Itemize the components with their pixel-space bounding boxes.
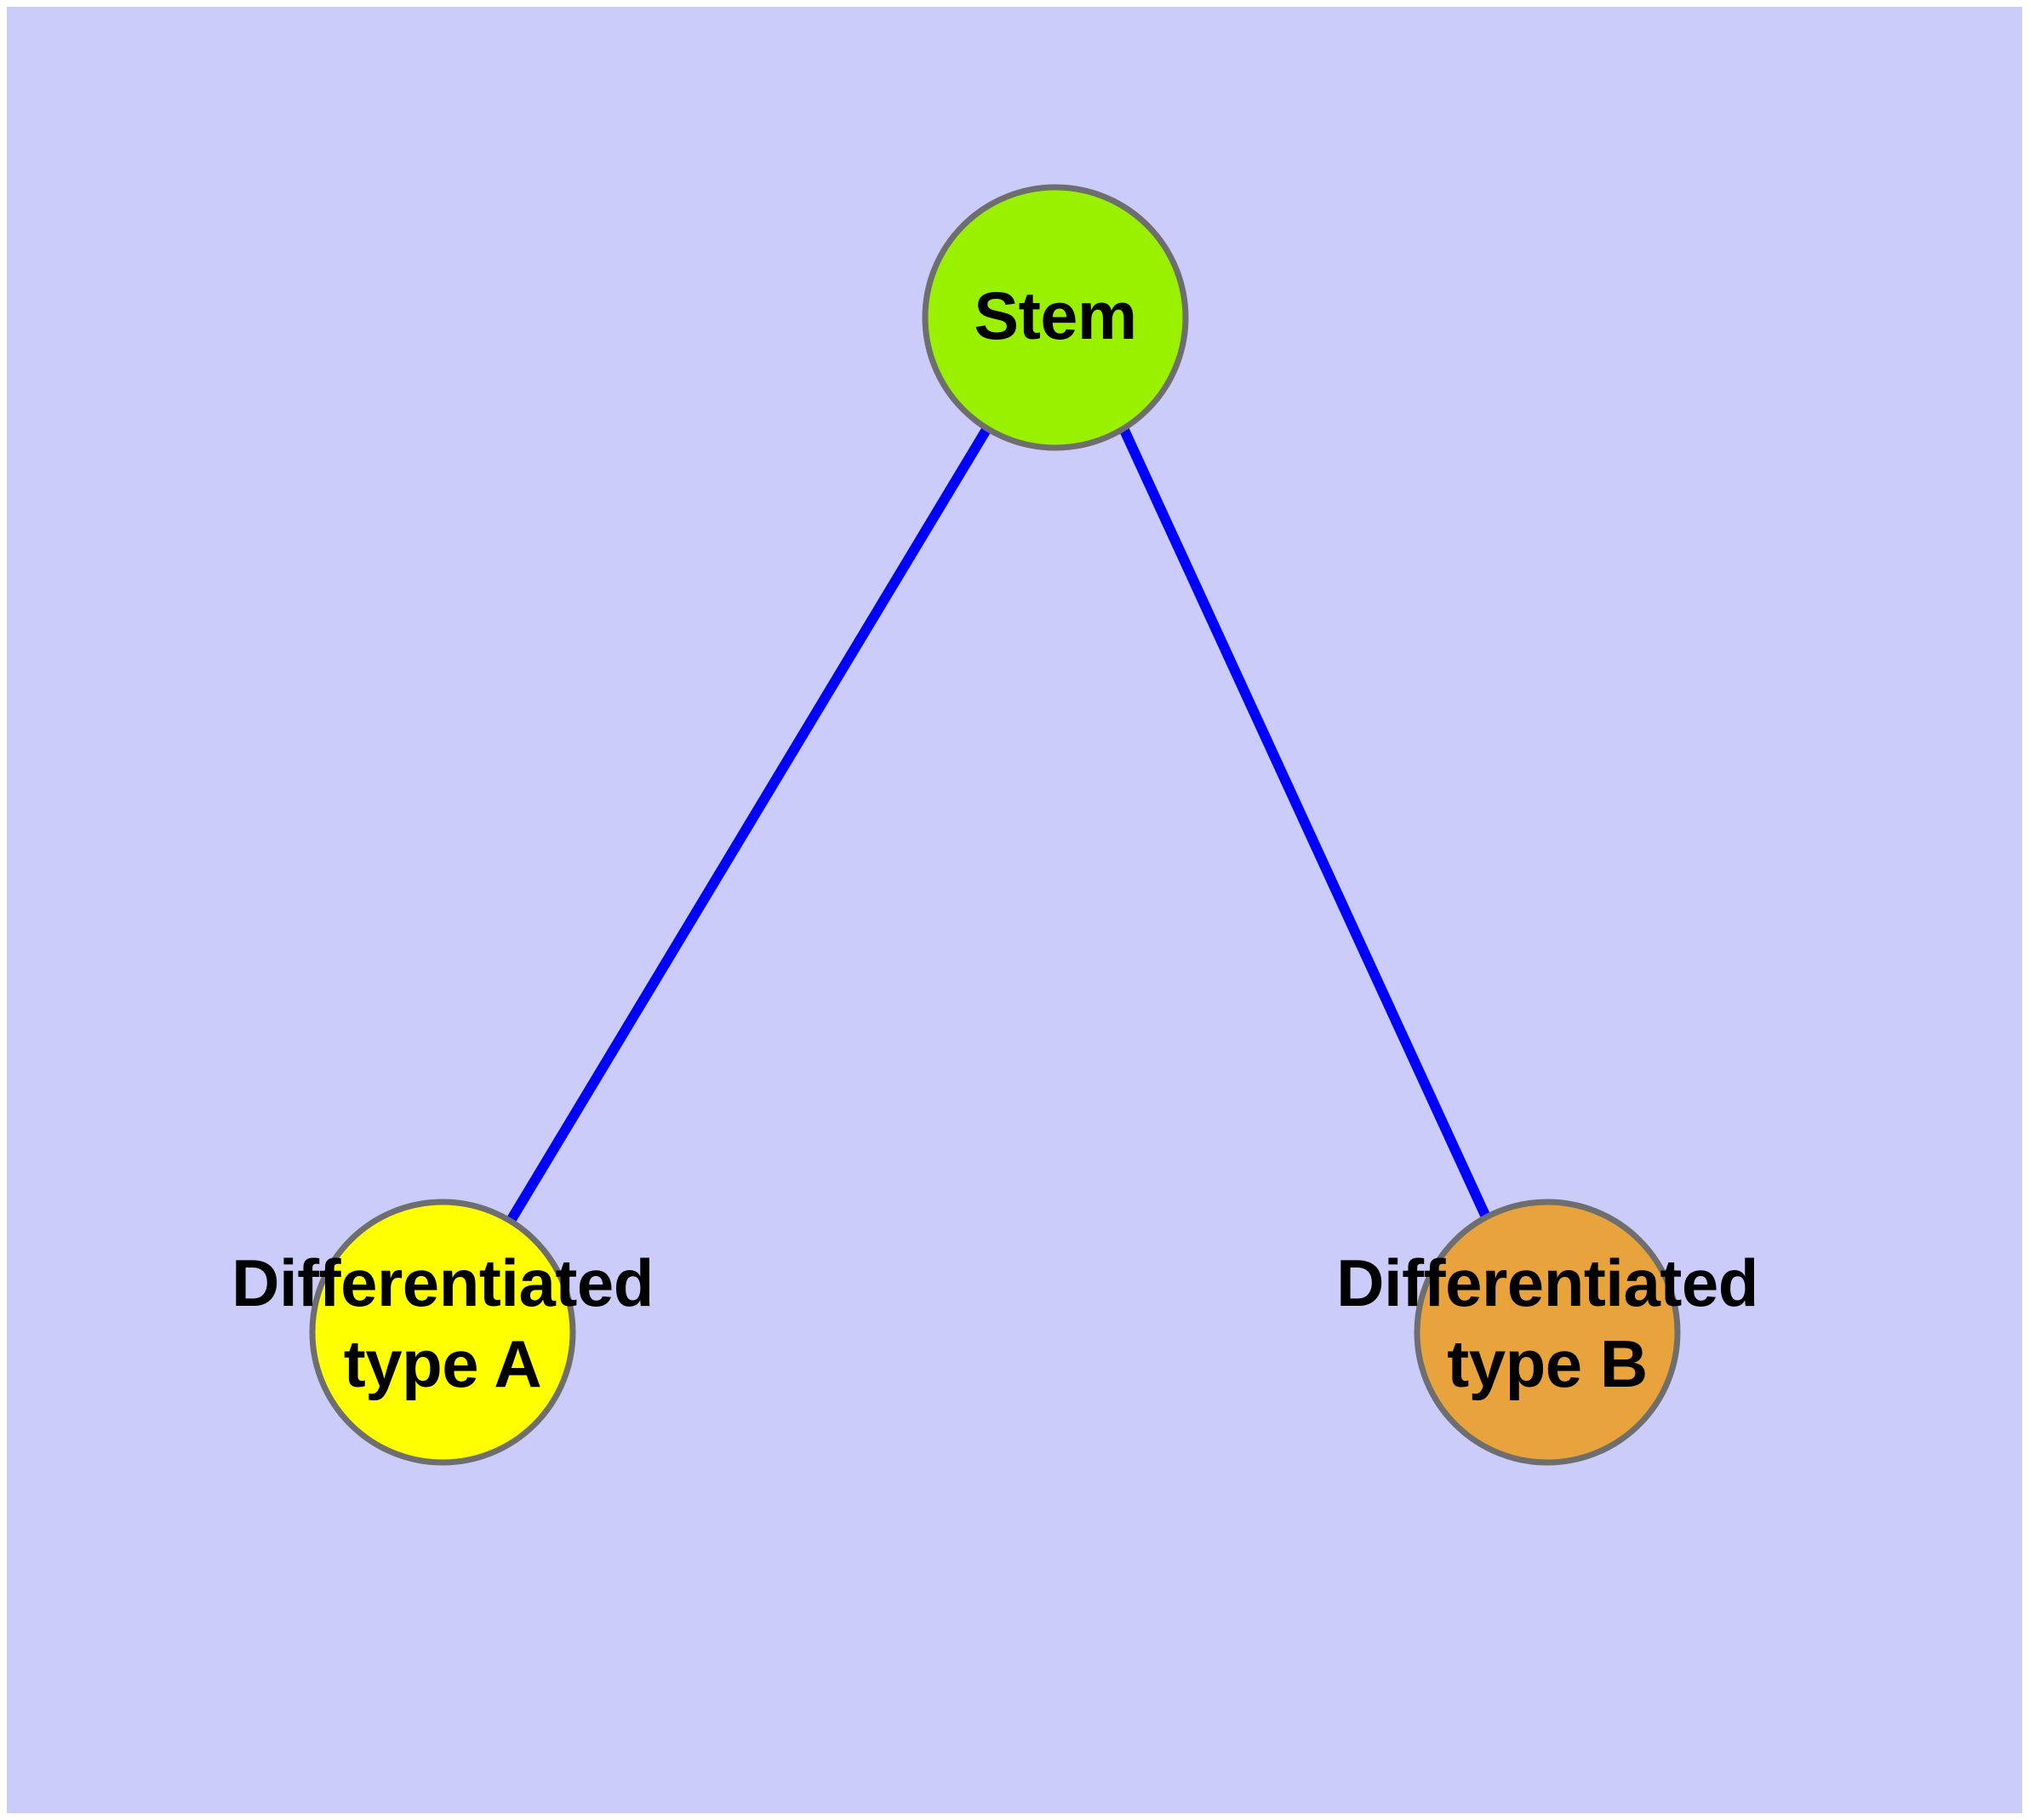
node-diff-b-circle[interactable] <box>1414 1199 1681 1466</box>
edge-stem-to-diff-a[interactable] <box>506 425 992 1224</box>
edge-stem-to-diff-b[interactable] <box>1118 426 1493 1223</box>
node-stem-circle[interactable] <box>922 184 1189 451</box>
nodes-layer <box>309 184 1681 1466</box>
node-diff-a-circle[interactable] <box>309 1199 576 1466</box>
edges-layer <box>506 425 1493 1224</box>
